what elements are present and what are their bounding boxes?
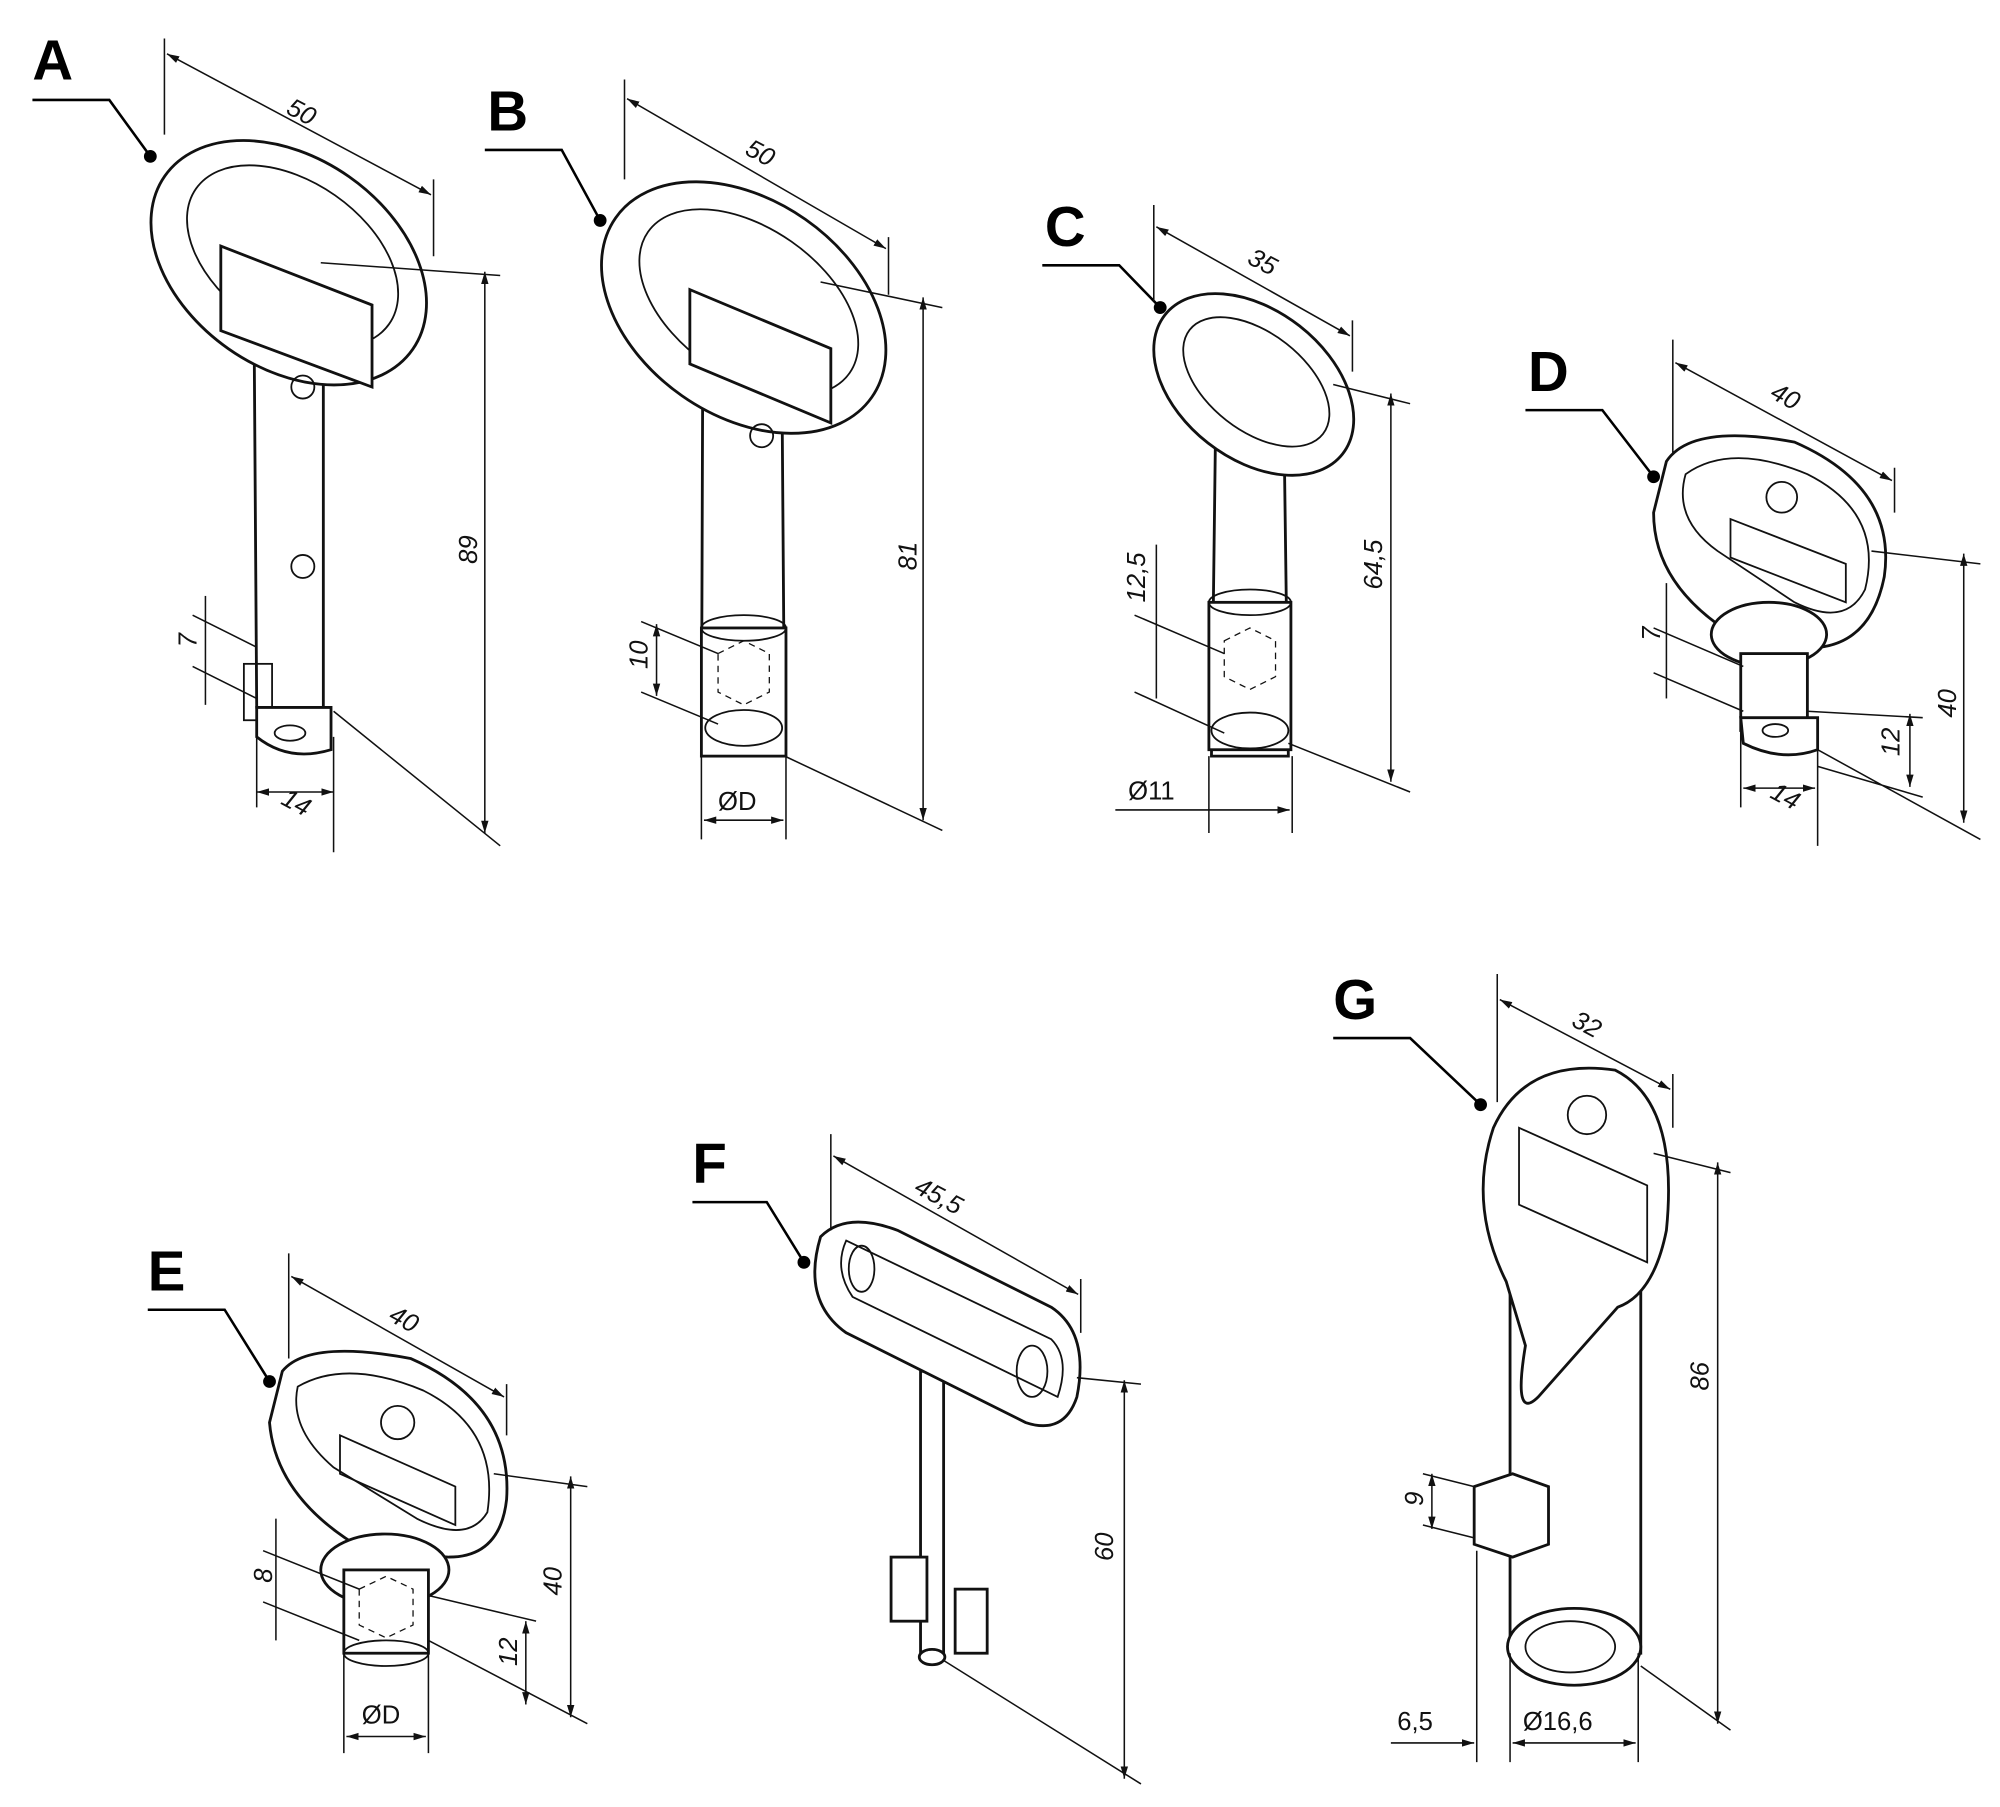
key-b-diameter-dim: ØD [718, 788, 756, 816]
key-c-socket-dim: 12,5 [1123, 552, 1151, 603]
key-f-height-dim: 60 [1091, 1532, 1119, 1561]
key-b: B 50 81 10 ØD [484, 79, 943, 840]
key-b-socket-dim: 10 [626, 640, 654, 669]
key-d-height-dim: 40 [1934, 688, 1962, 717]
key-c-width-dim: 35 [1243, 243, 1282, 281]
key-b-width-dim: 50 [741, 134, 780, 172]
key-f-drawing [813, 1220, 1082, 1667]
key-a-drawing [149, 139, 428, 756]
key-g-leader [1333, 1036, 1482, 1106]
key-e-height-dim: 40 [540, 1566, 568, 1595]
key-g-height-dim: 86 [1687, 1361, 1715, 1390]
key-d-bit-dim: 14 [1766, 778, 1804, 816]
key-d-label: D [1528, 340, 1569, 403]
key-c: C 35 64,5 12,5 Ø11 [1042, 195, 1411, 834]
key-b-drawing [600, 180, 888, 758]
key-d-shaft-dim: 12 [1878, 728, 1906, 757]
key-b-leader [484, 148, 602, 222]
key-c-height-dim: 64,5 [1360, 539, 1388, 590]
key-d-tip-dim: 7 [1638, 625, 1666, 641]
key-e-diameter-dim: ØD [362, 1702, 400, 1730]
key-g-diameter-dim: Ø16,6 [1523, 1708, 1593, 1736]
key-f-width-dim: 45,5 [910, 1172, 968, 1220]
key-f: F 45,5 60 [692, 1132, 1142, 1785]
key-a-leader [32, 98, 152, 158]
key-a-label: A [32, 28, 73, 91]
key-c-leader [1042, 264, 1162, 309]
key-c-drawing [1152, 292, 1356, 758]
key-c-label: C [1045, 195, 1086, 258]
key-g-offset-dim: 6,5 [1397, 1708, 1433, 1736]
key-a-height-dim: 89 [455, 535, 483, 564]
key-a: A 50 89 7 14 [32, 28, 501, 853]
key-g-label: G [1333, 968, 1377, 1031]
key-f-label: F [692, 1132, 726, 1195]
key-e-socket-dim: 8 [250, 1568, 278, 1583]
key-a-width-dim: 50 [282, 93, 321, 131]
key-b-height-dim: 81 [895, 542, 923, 571]
key-g-drawing [1472, 1066, 1670, 1687]
key-f-leader [692, 1200, 806, 1264]
key-e-drawing [268, 1349, 509, 1667]
key-d-drawing [1652, 434, 1887, 757]
key-g: G 32 86 9 6,5 Ø16,6 [1333, 968, 1731, 1763]
key-e-leader [147, 1308, 271, 1383]
key-a-tip-dim: 7 [174, 631, 202, 647]
key-g-square-dim: 9 [1401, 1492, 1429, 1506]
key-d-leader [1525, 408, 1655, 478]
key-b-label: B [487, 80, 528, 143]
key-e-label: E [148, 1240, 186, 1303]
key-d-width-dim: 40 [1766, 378, 1805, 416]
key-a-bit-dim: 14 [277, 784, 315, 822]
key-e: E 40 40 8 12 ØD [147, 1240, 588, 1754]
key-d: D 40 40 7 12 14 [1525, 339, 1981, 846]
key-c-diameter-dim: Ø11 [1128, 778, 1175, 806]
key-e-shaft-dim: 12 [495, 1638, 523, 1667]
